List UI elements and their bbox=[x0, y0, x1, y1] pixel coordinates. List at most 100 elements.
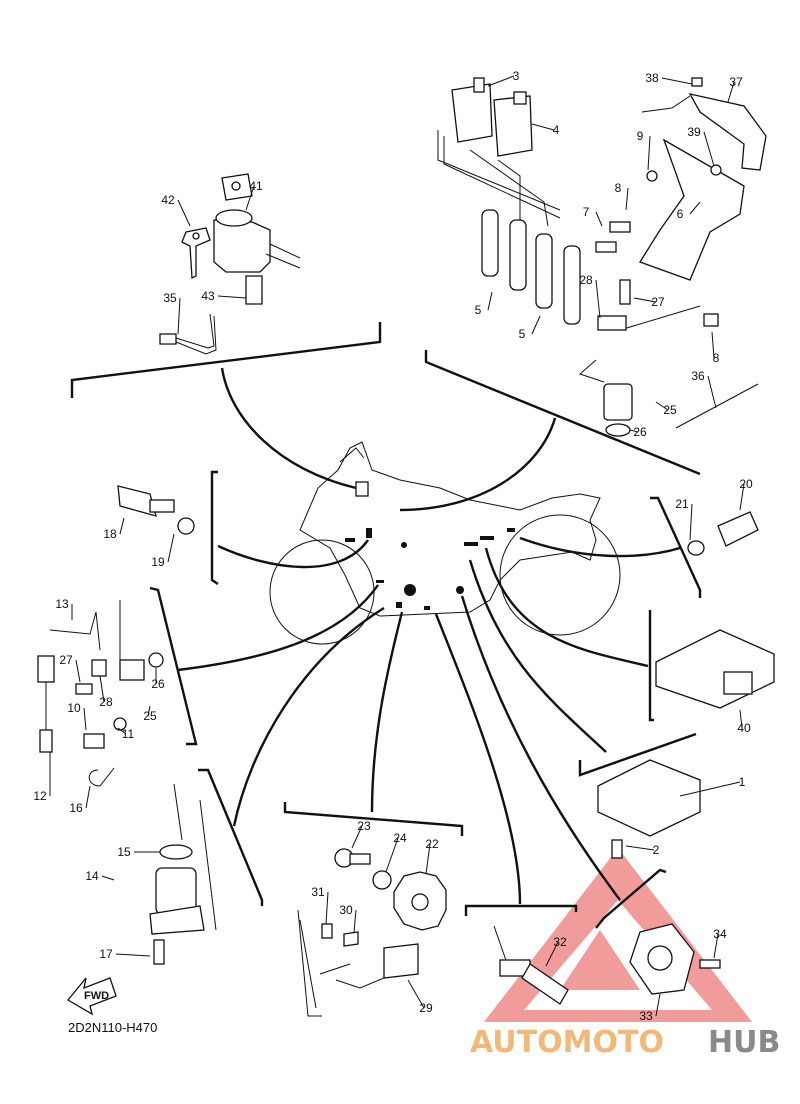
callout-number: 8 bbox=[713, 351, 720, 365]
location-marker bbox=[404, 584, 416, 596]
callout-leader-line bbox=[713, 933, 719, 959]
callout-number: 16 bbox=[69, 801, 83, 815]
callout-number: 25 bbox=[143, 709, 157, 723]
diagram-code: 2D2N110-H470 bbox=[68, 1020, 157, 1035]
ignition-coil-marker bbox=[355, 481, 369, 497]
callout-number: 28 bbox=[99, 695, 113, 709]
leader-curves bbox=[177, 367, 681, 905]
callout-leader-line bbox=[711, 331, 715, 359]
callout-number: 37 bbox=[729, 75, 743, 89]
main-switch-assembly bbox=[159, 173, 301, 355]
location-marker bbox=[396, 602, 402, 608]
sensor-20-21 bbox=[687, 511, 759, 556]
callout-number: 5 bbox=[519, 327, 526, 341]
callout-number: 17 bbox=[99, 947, 113, 961]
throttle-sensor-33 bbox=[629, 923, 721, 995]
ecu-1 bbox=[597, 759, 701, 859]
callout-number: 2 bbox=[653, 843, 660, 857]
o2-sensor-32 bbox=[493, 925, 569, 1005]
callout-leader-line bbox=[385, 837, 399, 873]
callout-number: 36 bbox=[691, 369, 705, 383]
location-marker bbox=[345, 538, 355, 542]
forward-arrow-icon: FWD bbox=[67, 977, 117, 1016]
callout-number: 7 bbox=[583, 205, 590, 219]
callout-number: 3 bbox=[513, 69, 520, 83]
callout-leader-line bbox=[703, 131, 715, 167]
location-marker bbox=[376, 580, 384, 583]
callout-number: 15 bbox=[117, 845, 131, 859]
callout-leader-line bbox=[245, 185, 255, 211]
callout-number: 34 bbox=[713, 927, 727, 941]
location-marker bbox=[456, 586, 464, 594]
callout-number: 25 bbox=[663, 403, 677, 417]
callout-number: 33 bbox=[639, 1009, 653, 1023]
callout-leader-line bbox=[655, 993, 661, 1017]
callout-leader-line bbox=[739, 709, 743, 729]
callout-number: 35 bbox=[163, 291, 177, 305]
callout-number: 42 bbox=[161, 193, 175, 207]
callout-number: 39 bbox=[687, 125, 701, 139]
callout-leader-line bbox=[545, 941, 559, 967]
sensor-18-19 bbox=[117, 485, 195, 535]
callout-leader-line bbox=[739, 483, 745, 511]
callout-leader-line bbox=[101, 875, 115, 881]
location-marker bbox=[366, 528, 372, 538]
callout-number: 27 bbox=[651, 295, 665, 309]
watermark-text: AUTOMOTO HUB bbox=[470, 1025, 780, 1060]
callout-leader-line bbox=[167, 533, 175, 563]
motorcycle-outline bbox=[269, 441, 621, 645]
callout-number: 5 bbox=[475, 303, 482, 317]
callout-number: 12 bbox=[33, 789, 47, 803]
callout-number: 43 bbox=[201, 289, 215, 303]
fwd-label: FWD bbox=[84, 990, 109, 1002]
callout-leader-line bbox=[85, 785, 91, 809]
rear-wheel bbox=[499, 514, 621, 636]
sensor-rotor-group bbox=[297, 848, 447, 1017]
watermark-text-part1: AUTOMOTO bbox=[470, 1025, 664, 1060]
callout-number: 18 bbox=[103, 527, 117, 541]
callout-number: 22 bbox=[425, 837, 439, 851]
callout-number: 28 bbox=[579, 273, 593, 287]
callout-leader-line bbox=[119, 517, 125, 535]
location-marker bbox=[507, 528, 515, 532]
callout-leader-line bbox=[531, 123, 555, 131]
callout-leader-line bbox=[325, 891, 329, 925]
callout-number: 31 bbox=[311, 885, 325, 899]
location-marker bbox=[480, 536, 494, 540]
callout-number: 19 bbox=[151, 555, 165, 569]
group-brackets bbox=[70, 322, 702, 929]
callout-number: 14 bbox=[85, 869, 99, 883]
callout-number: 40 bbox=[737, 721, 751, 735]
location-marker bbox=[424, 606, 430, 610]
callout-leader-line bbox=[99, 675, 105, 703]
callout-number: 1 bbox=[739, 775, 746, 789]
callout-leader-line bbox=[727, 81, 735, 103]
watermark-triangle-logo bbox=[484, 848, 752, 1022]
front-wheel bbox=[269, 539, 375, 645]
callout-leader-line bbox=[625, 845, 655, 851]
callout-number: 41 bbox=[249, 179, 263, 193]
callout-leader-line bbox=[75, 659, 81, 683]
sensor-assembly-upper bbox=[579, 279, 759, 437]
location-marker bbox=[401, 542, 407, 548]
callout-number: 13 bbox=[55, 597, 69, 611]
callout-leader-line bbox=[177, 199, 191, 227]
location-marker bbox=[464, 542, 478, 546]
callout-leader-line bbox=[595, 279, 601, 319]
callout-leader-line bbox=[487, 291, 493, 311]
callout-leader-line bbox=[217, 295, 247, 299]
callout-leader-line bbox=[661, 77, 693, 85]
callout-number: 8 bbox=[615, 181, 622, 195]
callout-labels: 1234556788910111213141516171819202122232… bbox=[33, 69, 753, 1023]
watermark-text-part2: HUB bbox=[708, 1025, 780, 1060]
callout-leader-line bbox=[115, 953, 151, 957]
callout-number: 11 bbox=[122, 727, 135, 741]
callout-leader-line bbox=[531, 315, 541, 335]
callout-leader-line bbox=[487, 75, 515, 87]
callout-leader-line bbox=[425, 843, 431, 875]
callout-number: 21 bbox=[675, 497, 689, 511]
callout-leader-line bbox=[351, 825, 363, 849]
callout-leader-line bbox=[647, 135, 651, 171]
callout-leader-line bbox=[147, 705, 151, 717]
